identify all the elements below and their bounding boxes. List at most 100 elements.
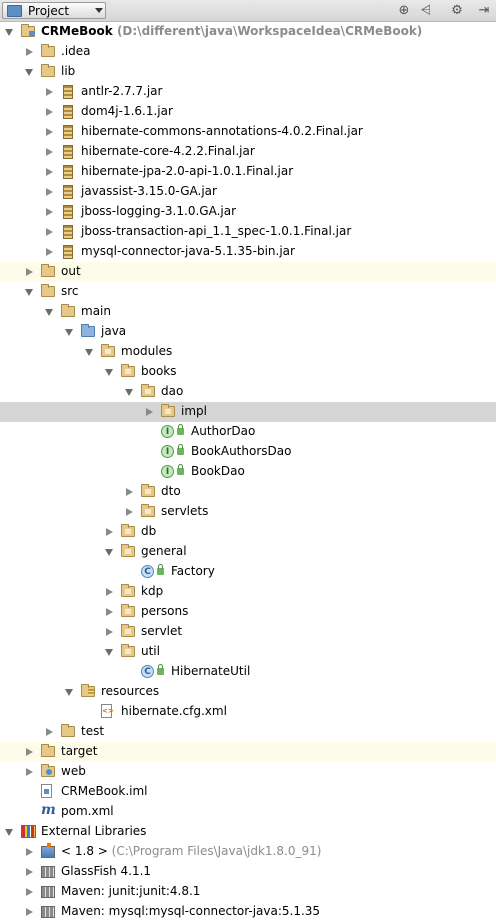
jar-icon bbox=[63, 165, 73, 179]
package-icon bbox=[141, 504, 155, 517]
collapsed-arrow-icon[interactable] bbox=[26, 888, 33, 896]
tree-row[interactable]: dom4j-1.6.1.jar bbox=[0, 102, 496, 122]
tree-row[interactable]: jboss-logging-3.1.0.GA.jar bbox=[0, 202, 496, 222]
tree-item-label: impl bbox=[181, 404, 207, 418]
tree-row[interactable]: src bbox=[0, 282, 496, 302]
collapsed-arrow-icon[interactable] bbox=[46, 108, 53, 116]
collapsed-arrow-icon[interactable] bbox=[146, 408, 153, 416]
tree-row[interactable]: CRMeBook (D:\different\java\WorkspaceIde… bbox=[0, 22, 496, 42]
tree-row[interactable]: hibernate-core-4.2.2.Final.jar bbox=[0, 142, 496, 162]
collapsed-arrow-icon[interactable] bbox=[46, 128, 53, 136]
expanded-arrow-icon[interactable] bbox=[125, 389, 133, 396]
tree-row[interactable]: lib bbox=[0, 62, 496, 82]
tree-row[interactable]: main bbox=[0, 302, 496, 322]
collapsed-arrow-icon[interactable] bbox=[106, 628, 113, 636]
expanded-arrow-icon[interactable] bbox=[65, 329, 73, 336]
tree-row[interactable]: web bbox=[0, 762, 496, 782]
collapsed-arrow-icon[interactable] bbox=[26, 768, 33, 776]
collapsed-arrow-icon[interactable] bbox=[106, 608, 113, 616]
tree-row[interactable]: hibernate-jpa-2.0-api-1.0.1.Final.jar bbox=[0, 162, 496, 182]
expanded-arrow-icon[interactable] bbox=[105, 369, 113, 376]
tree-item-label: dom4j-1.6.1.jar bbox=[81, 104, 173, 118]
tree-row[interactable]: kdp bbox=[0, 582, 496, 602]
expanded-arrow-icon[interactable] bbox=[105, 649, 113, 656]
tree-row[interactable]: books bbox=[0, 362, 496, 382]
tree-row[interactable]: java bbox=[0, 322, 496, 342]
expanded-arrow-icon[interactable] bbox=[5, 829, 13, 836]
collapsed-arrow-icon[interactable] bbox=[46, 728, 53, 736]
tree-row[interactable]: hibernate-commons-annotations-4.0.2.Fina… bbox=[0, 122, 496, 142]
tree-row[interactable]: resources bbox=[0, 682, 496, 702]
gear-icon[interactable]: ⚙ bbox=[451, 3, 463, 18]
expanded-arrow-icon[interactable] bbox=[85, 349, 93, 356]
collapsed-arrow-icon[interactable] bbox=[106, 588, 113, 596]
collapsed-arrow-icon[interactable] bbox=[46, 88, 53, 96]
project-view-selector[interactable]: Project bbox=[2, 2, 106, 19]
tree-row[interactable]: test bbox=[0, 722, 496, 742]
collapsed-arrow-icon[interactable] bbox=[46, 168, 53, 176]
target-icon[interactable]: ⊕ bbox=[398, 3, 410, 18]
tree-row[interactable]: out bbox=[0, 262, 496, 282]
collapsed-arrow-icon[interactable] bbox=[126, 508, 133, 516]
tree-row[interactable]: .idea bbox=[0, 42, 496, 62]
tree-row[interactable]: Maven: junit:junit:4.8.1 bbox=[0, 882, 496, 902]
tree-row[interactable]: persons bbox=[0, 602, 496, 622]
collapsed-arrow-icon[interactable] bbox=[26, 48, 33, 56]
collapsed-arrow-icon[interactable] bbox=[26, 868, 33, 876]
collapsed-arrow-icon[interactable] bbox=[126, 488, 133, 496]
library-icon bbox=[41, 886, 55, 898]
expanded-arrow-icon[interactable] bbox=[45, 309, 53, 316]
package-icon bbox=[121, 624, 135, 637]
tree-item-name: test bbox=[81, 724, 105, 738]
collapsed-arrow-icon[interactable] bbox=[46, 248, 53, 256]
tree-row[interactable]: modules bbox=[0, 342, 496, 362]
tree-item-name: dto bbox=[161, 484, 181, 498]
tree-row[interactable]: hibernate.cfg.xml bbox=[0, 702, 496, 722]
tree-row[interactable]: External Libraries bbox=[0, 822, 496, 842]
collapsed-arrow-icon[interactable] bbox=[26, 908, 33, 916]
tree-row[interactable]: Maven: mysql:mysql-connector-java:5.1.35 bbox=[0, 902, 496, 922]
tree-row[interactable]: db bbox=[0, 522, 496, 542]
tree-item-label: books bbox=[141, 364, 177, 378]
collapse-icon[interactable]: ⩤ bbox=[420, 3, 432, 18]
collapsed-arrow-icon[interactable] bbox=[26, 268, 33, 276]
tree-item-path: (C:\Program Files\Java\jdk1.8.0_91) bbox=[111, 844, 322, 858]
tree-row[interactable]: dto bbox=[0, 482, 496, 502]
tree-row[interactable]: target bbox=[0, 742, 496, 762]
collapsed-arrow-icon[interactable] bbox=[26, 848, 33, 856]
tree-row[interactable]: jboss-transaction-api_1.1_spec-1.0.1.Fin… bbox=[0, 222, 496, 242]
tree-item-label: antlr-2.7.7.jar bbox=[81, 84, 162, 98]
tree-row[interactable]: servlets bbox=[0, 502, 496, 522]
collapsed-arrow-icon[interactable] bbox=[46, 208, 53, 216]
expanded-arrow-icon[interactable] bbox=[105, 549, 113, 556]
tree-row[interactable]: util bbox=[0, 642, 496, 662]
expanded-arrow-icon[interactable] bbox=[65, 689, 73, 696]
tree-row[interactable]: antlr-2.7.7.jar bbox=[0, 82, 496, 102]
tree-row[interactable]: general bbox=[0, 542, 496, 562]
tree-row[interactable]: javassist-3.15.0-GA.jar bbox=[0, 182, 496, 202]
expanded-arrow-icon[interactable] bbox=[25, 289, 33, 296]
tree-row[interactable]: CRMeBook.iml bbox=[0, 782, 496, 802]
tree-row[interactable]: < 1.8 > (C:\Program Files\Java\jdk1.8.0_… bbox=[0, 842, 496, 862]
expanded-arrow-icon[interactable] bbox=[25, 69, 33, 76]
hide-icon[interactable]: ⇥ bbox=[478, 3, 490, 18]
tree-item-name: dom4j-1.6.1.jar bbox=[81, 104, 173, 118]
tree-item-name: resources bbox=[101, 684, 160, 698]
collapsed-arrow-icon[interactable] bbox=[106, 528, 113, 536]
tree-row[interactable]: dao bbox=[0, 382, 496, 402]
collapsed-arrow-icon[interactable] bbox=[46, 148, 53, 156]
collapsed-arrow-icon[interactable] bbox=[46, 228, 53, 236]
tree-row[interactable]: GlassFish 4.1.1 bbox=[0, 862, 496, 882]
tree-row[interactable]: mysql-connector-java-5.1.35-bin.jar bbox=[0, 242, 496, 262]
collapsed-arrow-icon[interactable] bbox=[26, 748, 33, 756]
tree-row[interactable]: servlet bbox=[0, 622, 496, 642]
expanded-arrow-icon[interactable] bbox=[5, 29, 13, 36]
tree-row[interactable]: impl bbox=[0, 402, 496, 422]
collapsed-arrow-icon[interactable] bbox=[46, 188, 53, 196]
